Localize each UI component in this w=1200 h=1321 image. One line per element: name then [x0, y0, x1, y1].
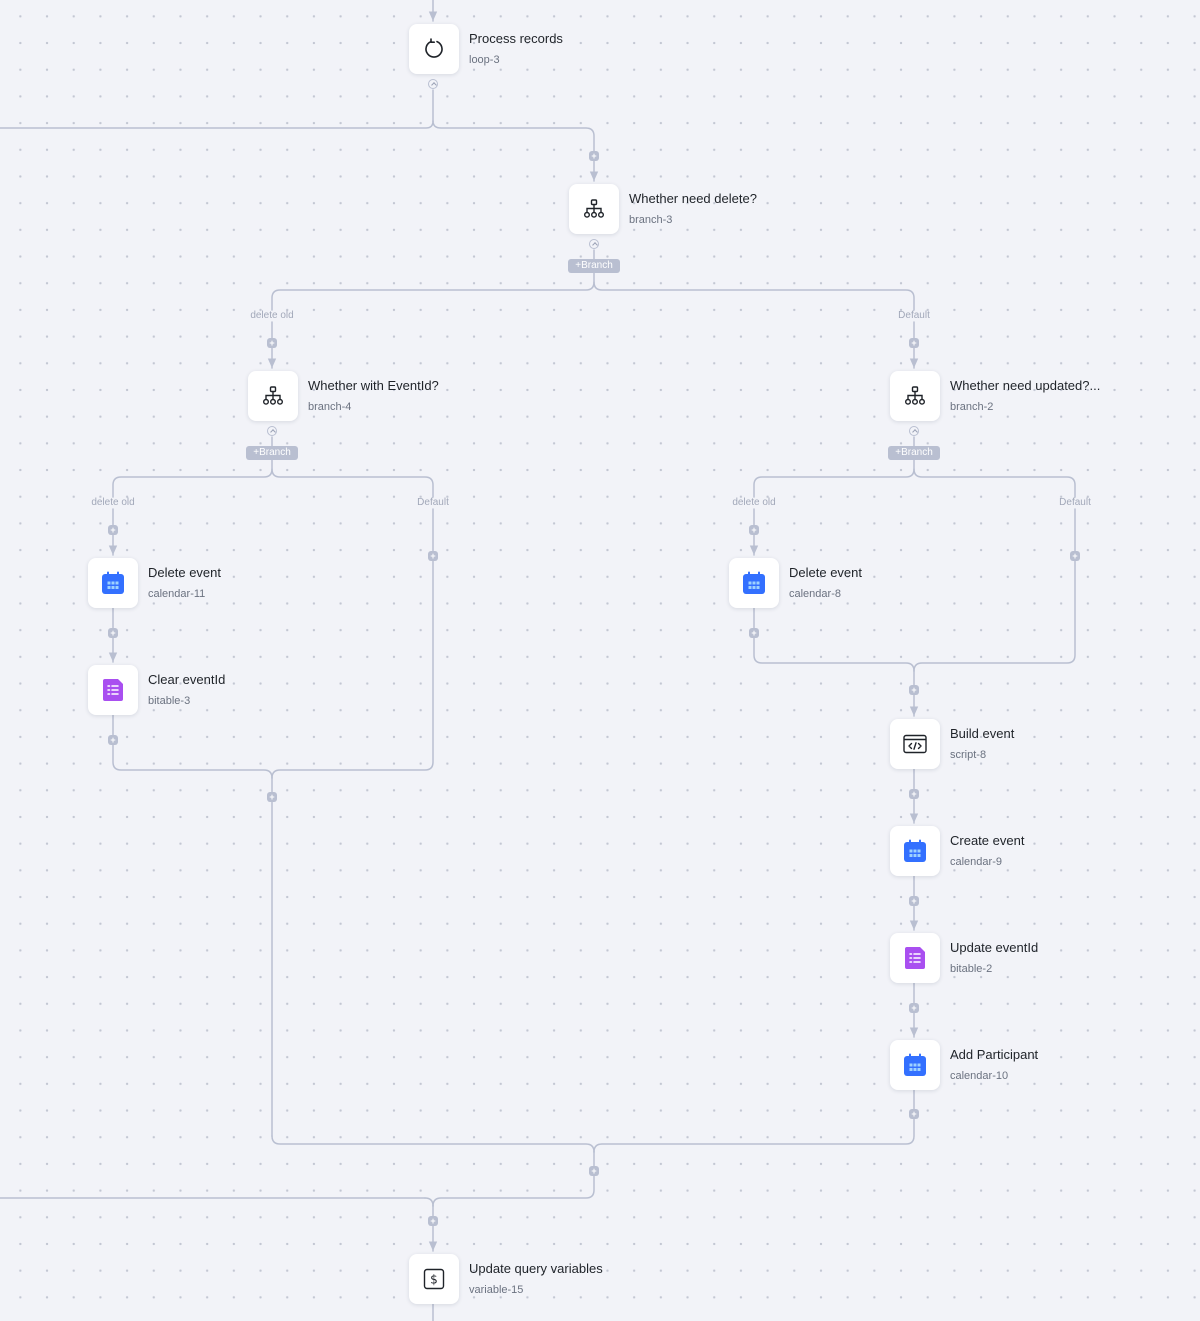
add-step-button[interactable]: + — [108, 735, 118, 745]
add-branch-button[interactable]: +Branch — [568, 259, 620, 273]
node-id: calendar-8 — [789, 588, 841, 600]
node-title: Clear eventId — [148, 672, 226, 687]
add-step-button[interactable]: + — [749, 525, 759, 535]
node-id: bitable-3 — [148, 695, 191, 707]
add-step-button[interactable]: + — [1070, 551, 1080, 561]
branch-label: delete old — [91, 497, 135, 508]
branch-label: Default — [1059, 497, 1091, 508]
node-branch-2[interactable] — [890, 371, 940, 421]
collapse-toggle[interactable] — [589, 239, 599, 249]
branch-label: delete old — [732, 497, 776, 508]
node-id: loop-3 — [469, 54, 500, 66]
calendar-icon — [101, 571, 125, 595]
node-title: Whether need delete? — [629, 191, 757, 206]
node-id: branch-4 — [308, 401, 352, 413]
node-calendar-8[interactable] — [729, 558, 779, 608]
bitable-icon — [102, 678, 124, 702]
node-bitable-3[interactable] — [88, 665, 138, 715]
add-branch-button[interactable]: +Branch — [246, 446, 298, 460]
bitable-icon — [904, 946, 926, 970]
add-step-button[interactable]: + — [108, 628, 118, 638]
collapse-toggle[interactable] — [267, 426, 277, 436]
add-step-button[interactable]: + — [428, 551, 438, 561]
node-loop-3[interactable] — [409, 24, 459, 74]
node-variable-15[interactable]: $ — [409, 1254, 459, 1304]
node-calendar-11[interactable] — [88, 558, 138, 608]
add-step-button[interactable]: + — [108, 525, 118, 535]
add-step-button[interactable]: + — [267, 792, 277, 802]
node-id: script-8 — [950, 749, 987, 761]
node-title: Delete event — [148, 565, 221, 580]
node-id: calendar-10 — [950, 1070, 1009, 1082]
add-step-button[interactable]: + — [589, 151, 599, 161]
node-title: Delete event — [789, 565, 862, 580]
loop-icon — [423, 38, 445, 60]
add-step-button[interactable]: + — [589, 1166, 599, 1176]
node-title: Build event — [950, 726, 1015, 741]
add-step-button[interactable]: + — [909, 896, 919, 906]
node-title: Create event — [950, 833, 1025, 848]
add-branch-button[interactable]: +Branch — [888, 446, 940, 460]
add-step-button[interactable]: + — [428, 1216, 438, 1226]
node-title: Add Participant — [950, 1047, 1039, 1062]
calendar-icon — [742, 571, 766, 595]
node-calendar-10[interactable] — [890, 1040, 940, 1090]
branch-label: delete old — [250, 310, 294, 321]
calendar-icon — [903, 1053, 927, 1077]
svg-text:$: $ — [430, 1273, 438, 1287]
node-id: calendar-11 — [148, 588, 206, 600]
variable-icon: $ — [423, 1268, 445, 1290]
branch-label: Default — [898, 310, 930, 321]
branch-label: Default — [417, 497, 449, 508]
add-step-button[interactable]: + — [909, 1003, 919, 1013]
node-id: branch-2 — [950, 401, 994, 413]
node-id: calendar-9 — [950, 856, 1002, 868]
script-icon — [903, 734, 927, 754]
add-step-button[interactable]: + — [909, 1109, 919, 1119]
add-step-button[interactable]: + — [267, 338, 277, 348]
node-title: Update eventId — [950, 940, 1039, 955]
collapse-toggle[interactable] — [428, 79, 438, 89]
node-id: variable-15 — [469, 1284, 524, 1296]
collapse-toggle[interactable] — [909, 426, 919, 436]
node-calendar-9[interactable] — [890, 826, 940, 876]
calendar-icon — [903, 839, 927, 863]
add-step-button[interactable]: + — [909, 685, 919, 695]
node-title: Whether need updated?... — [950, 378, 1101, 393]
node-id: branch-3 — [629, 214, 673, 226]
add-step-button[interactable]: + — [909, 338, 919, 348]
branch-icon — [904, 385, 926, 407]
branch-icon — [262, 385, 284, 407]
node-branch-3[interactable] — [569, 184, 619, 234]
node-script-8[interactable] — [890, 719, 940, 769]
node-bitable-2[interactable] — [890, 933, 940, 983]
add-step-button[interactable]: + — [749, 628, 759, 638]
add-step-button[interactable]: + — [909, 789, 919, 799]
node-title: Update query variables — [469, 1261, 603, 1276]
node-branch-4[interactable] — [248, 371, 298, 421]
node-title: Process records — [469, 31, 563, 46]
node-id: bitable-2 — [950, 963, 993, 975]
node-title: Whether with EventId? — [308, 378, 439, 393]
branch-icon — [583, 198, 605, 220]
